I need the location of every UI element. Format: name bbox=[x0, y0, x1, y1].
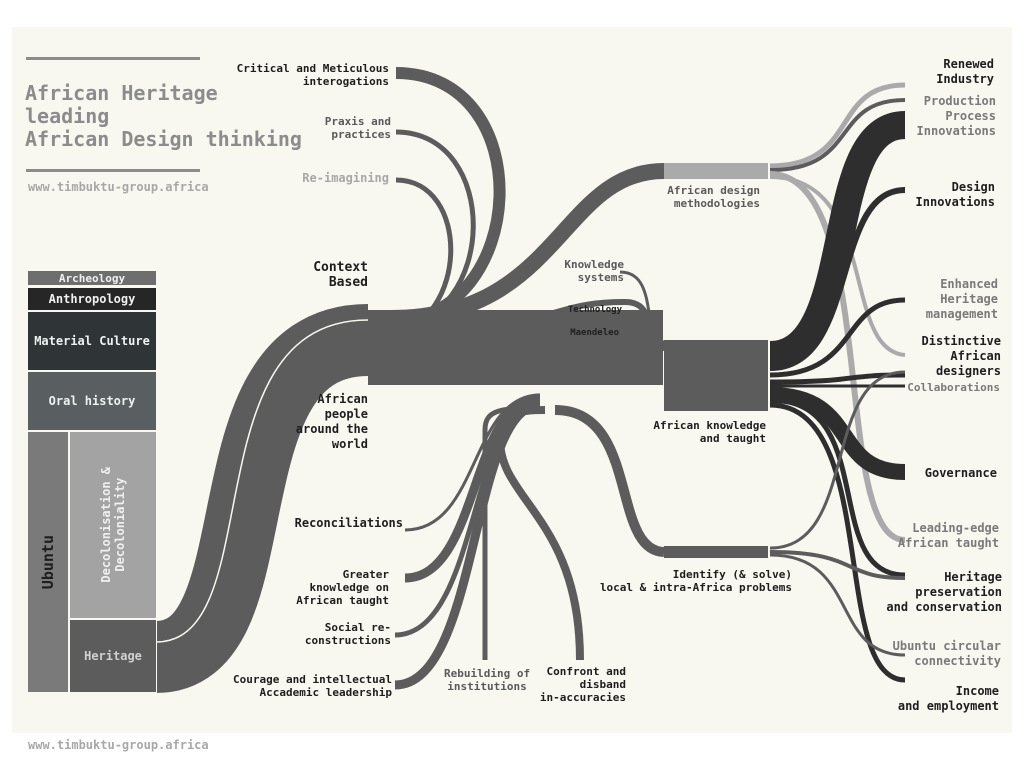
flow-dm-leading bbox=[769, 171, 906, 543]
label-confront: Confront and disband in-accuracies bbox=[539, 665, 626, 704]
flow-id-collab bbox=[769, 370, 906, 550]
block-archeology: Archeology bbox=[27, 270, 157, 286]
node-knowledge-taught bbox=[664, 340, 768, 411]
title-rule-top bbox=[26, 57, 200, 60]
label-identify: Identify (& solve) local & intra-Africa … bbox=[599, 568, 792, 594]
label-context: Context Based bbox=[313, 260, 368, 290]
block-oral-history: Oral history bbox=[27, 371, 157, 431]
label-income: Income and employment bbox=[897, 684, 999, 713]
label-social: Social re- constructions bbox=[304, 621, 391, 647]
flow-maendeleo bbox=[499, 322, 665, 351]
block-material-culture: Material Culture bbox=[27, 311, 157, 371]
flow-id-preservation bbox=[769, 550, 906, 580]
flow-dm-enhanced bbox=[769, 175, 906, 357]
label-preservation: Heritage preservation and conservation bbox=[886, 570, 1002, 614]
title-rule-bottom bbox=[26, 169, 200, 172]
flow-dm-renewed bbox=[769, 82, 906, 169]
label-technology: Technology bbox=[567, 305, 622, 315]
flow-confront bbox=[495, 406, 584, 661]
flow-kt-design bbox=[769, 187, 906, 371]
node-design-methodologies bbox=[664, 163, 768, 179]
flow-technology bbox=[499, 298, 665, 348]
label-production: Production Process Innovations bbox=[916, 94, 996, 138]
block-decolonisation-label: Decolonisation & Decoloniality bbox=[99, 467, 127, 583]
flow-courage bbox=[394, 400, 541, 690]
site-url-top[interactable]: www.timbuktu-group.africa bbox=[28, 180, 209, 194]
flow-heritage-context-divider bbox=[155, 319, 369, 643]
label-rebuilding: Rebuilding of institutions bbox=[444, 667, 531, 693]
block-heritage: Heritage bbox=[69, 619, 157, 693]
label-enhanced: Enhanced Heritage management bbox=[925, 277, 998, 321]
flow-knowledge-systems bbox=[619, 270, 665, 344]
site-url-bottom[interactable]: www.timbuktu-group.africa bbox=[28, 738, 209, 752]
block-ubuntu: Ubuntu bbox=[27, 431, 69, 693]
node-identify bbox=[664, 546, 768, 558]
label-greater-knowledge: Greater knowledge on African taught bbox=[296, 568, 389, 607]
label-reconciliations: Reconciliations bbox=[294, 516, 403, 530]
flow-kt-governance bbox=[769, 387, 906, 480]
block-decolonisation: Decolonisation & Decoloniality bbox=[69, 431, 157, 619]
flow-kt-enhanced bbox=[769, 297, 906, 378]
label-ubuntu-circular: Ubuntu circular connectivity bbox=[892, 639, 1001, 668]
flow-dm-production bbox=[769, 98, 906, 172]
label-design-methodologies: African design methodologies bbox=[667, 184, 760, 210]
label-courage: Courage and intellectual Accademic leade… bbox=[233, 673, 392, 699]
label-distinctive: Distinctive African designers bbox=[921, 334, 1001, 378]
page-title: African Heritage leading African Design … bbox=[25, 81, 302, 151]
label-leading-edge: Leading-edge African taught bbox=[897, 521, 999, 550]
flow-id-ubuntu bbox=[769, 553, 906, 657]
label-critical: Critical and Meticulous interogations bbox=[236, 62, 389, 88]
label-collaborations: Collaborations bbox=[907, 381, 1000, 394]
label-maendeleo: Maendeleo bbox=[570, 328, 619, 338]
flow-kt-income bbox=[769, 402, 906, 683]
block-ubuntu-label: Ubuntu bbox=[39, 534, 57, 590]
label-knowledge-taught: African knowledge and taught bbox=[653, 419, 766, 445]
label-reimagining: Re-imagining bbox=[302, 171, 389, 185]
block-anthropology: Anthropology bbox=[27, 287, 157, 311]
label-praxis: Praxis and practices bbox=[324, 115, 391, 141]
label-african-people: African people around the world bbox=[295, 392, 368, 451]
label-renewed: Renewed Industry bbox=[936, 57, 994, 86]
label-governance: Governance bbox=[924, 466, 997, 480]
flow-heritage-context bbox=[152, 304, 371, 693]
flow-kt-production bbox=[768, 111, 907, 369]
flow-identify bbox=[554, 405, 665, 557]
label-knowledge-systems: Knowledge systems bbox=[564, 258, 624, 284]
label-design-innovations: Design Innovations bbox=[915, 180, 995, 209]
flow-design-methodologies bbox=[389, 163, 665, 326]
flow-kt-preservation bbox=[769, 397, 906, 578]
